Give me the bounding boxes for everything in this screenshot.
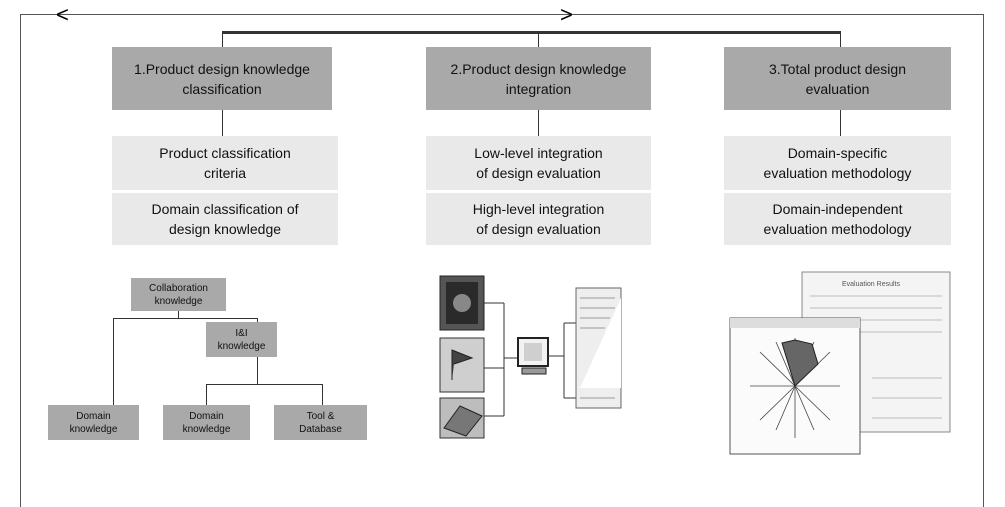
- tree-level2-left: [206, 384, 207, 405]
- col2-connector: [538, 110, 539, 136]
- tree-level2-right: [322, 384, 323, 405]
- cad-screen-icon: [439, 275, 485, 331]
- col3-title-box: 3.Total product design evaluation: [724, 47, 951, 110]
- tree-mid-stem: [257, 318, 258, 322]
- tree-mid-down: [257, 357, 258, 385]
- connector-col2: [538, 31, 539, 47]
- col1-item-1: Product classification criteria: [112, 136, 338, 190]
- top-connector: [222, 31, 841, 34]
- tree-left-branch: [113, 318, 114, 405]
- radar-chart-window-icon: [729, 317, 861, 455]
- tool-database-node: Tool & Database: [274, 405, 367, 440]
- col1-title-box: 1.Product design knowledge classificatio…: [112, 47, 332, 110]
- collaboration-knowledge-node: Collaboration knowledge: [131, 278, 226, 311]
- results-window-title: Evaluation Results: [842, 281, 900, 288]
- mesh-model-icon: [439, 397, 485, 439]
- connector-col1: [222, 31, 223, 47]
- tree-level1-bar: [113, 318, 258, 319]
- tree-root-stem: [178, 311, 179, 319]
- col1-item-2: Domain classification of design knowledg…: [112, 193, 338, 245]
- col3-item-1: Domain-specific evaluation methodology: [724, 136, 951, 190]
- col2-item-2: High-level integration of design evaluat…: [426, 193, 651, 245]
- col3-connector: [840, 110, 841, 136]
- col3-item-2: Domain-independent evaluation methodolog…: [724, 193, 951, 245]
- left-caret: <: [56, 2, 69, 27]
- computer-icon: [517, 337, 549, 375]
- connector-col3: [840, 31, 841, 47]
- diagram-frame: [20, 14, 984, 507]
- evaluation-illustration: Evaluation Results: [729, 271, 951, 455]
- col2-title-box: 2.Product design knowledge integration: [426, 47, 651, 110]
- col2-item-1: Low-level integration of design evaluati…: [426, 136, 651, 190]
- right-caret: >: [560, 2, 573, 27]
- integration-illustration: [439, 275, 622, 439]
- ii-knowledge-node: I&I knowledge: [206, 322, 277, 357]
- domain-knowledge-node-left: Domain knowledge: [48, 405, 139, 440]
- tree-level2-bar: [206, 384, 323, 385]
- document-stack-icon: [575, 287, 622, 409]
- col1-connector: [222, 110, 223, 136]
- domain-knowledge-node-mid: Domain knowledge: [163, 405, 250, 440]
- flag-screen-icon: [439, 337, 485, 393]
